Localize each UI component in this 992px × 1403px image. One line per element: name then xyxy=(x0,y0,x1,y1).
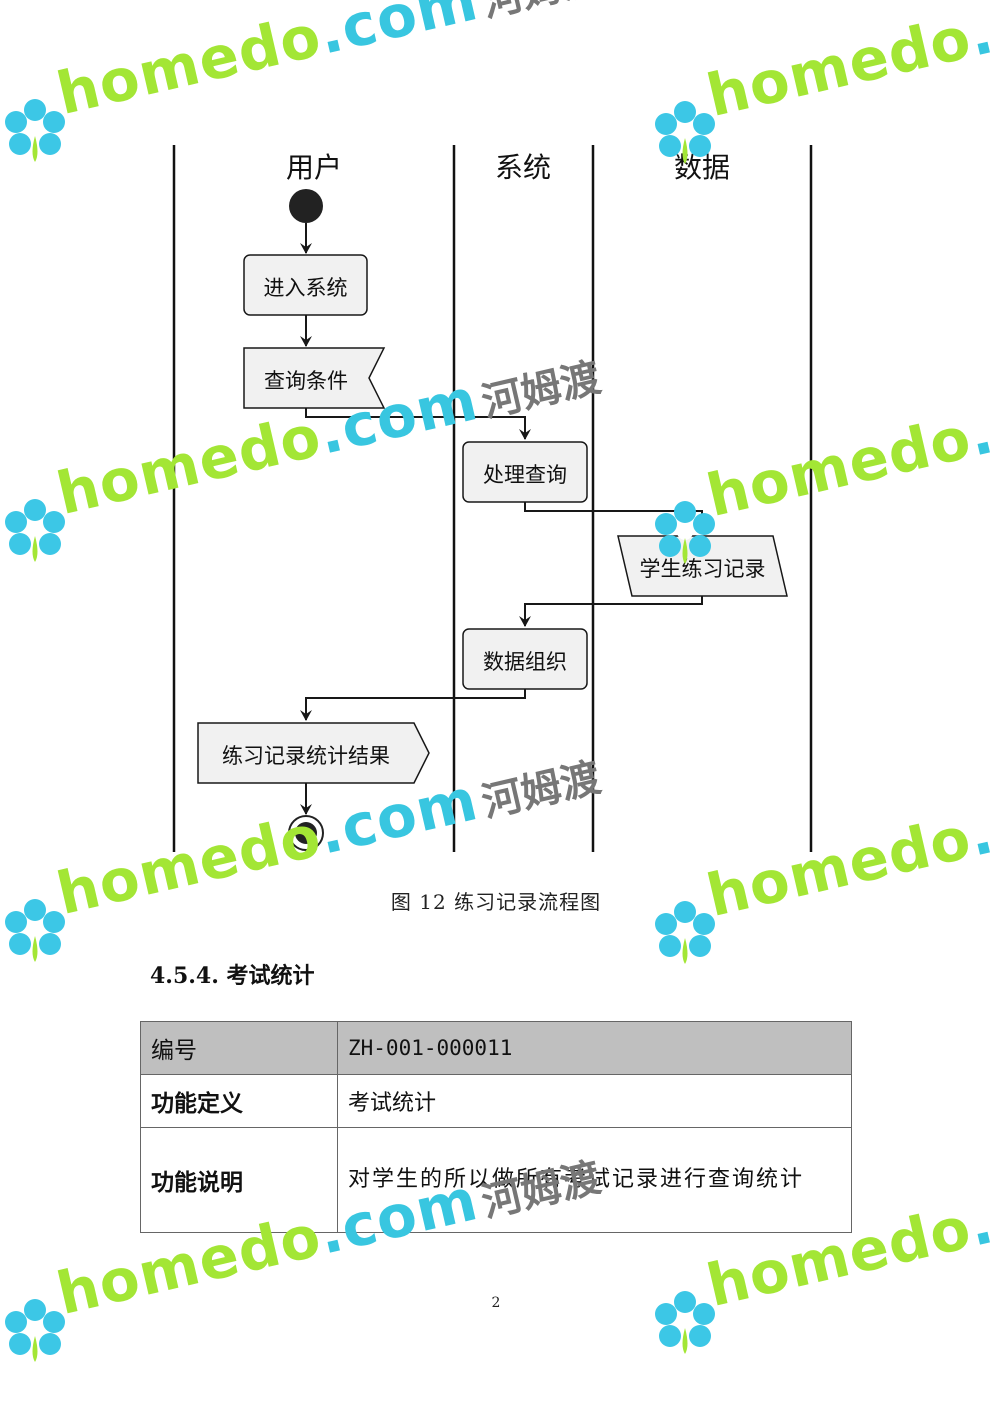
flow-arrow xyxy=(300,689,526,721)
table-value: ZH-001-000011 xyxy=(337,1021,852,1075)
label-process-query: 处理查询 xyxy=(483,463,567,487)
table-key: 功能说明 xyxy=(140,1127,338,1233)
table-value: 对学生的所以做所有考试记录进行查询统计 xyxy=(337,1127,852,1233)
lane-title-user: 用户 xyxy=(285,151,342,184)
start-node xyxy=(289,189,323,223)
label-query-conditions: 查询条件 xyxy=(264,369,348,393)
label-enter-system: 进入系统 xyxy=(263,276,348,300)
table-value: 考试统计 xyxy=(337,1074,852,1128)
flow-arrow xyxy=(524,502,708,534)
flow-arrow xyxy=(305,408,531,440)
page-number: 2 xyxy=(491,1295,501,1311)
table-row: 编号 ZH-001-000011 xyxy=(140,1021,852,1075)
signal-practice-stats-result xyxy=(197,722,430,784)
watermark: homedo.com xyxy=(650,1157,992,1400)
label-data-organize: 数据组织 xyxy=(483,650,567,674)
lane-title-system: 系统 xyxy=(494,151,551,184)
watermark-text: .com xyxy=(962,1157,992,1260)
end-node-core xyxy=(295,822,317,844)
spec-table: 编号 ZH-001-000011 功能定义 考试统计 功能说明 对学生的所以做所… xyxy=(140,1021,852,1233)
label-practice-records: 学生练习记录 xyxy=(639,557,766,581)
table-row: 功能定义 考试统计 xyxy=(140,1074,852,1128)
activity-diagram xyxy=(172,145,813,852)
flow-arrow xyxy=(519,596,703,627)
table-key: 编号 xyxy=(140,1021,338,1075)
section-heading: 4.5.4. 考试统计 xyxy=(150,963,315,989)
table-key: 功能定义 xyxy=(140,1074,338,1128)
lane-title-data: 数据 xyxy=(673,151,730,184)
signal-query-conditions xyxy=(243,347,386,409)
table-row: 功能说明 对学生的所以做所有考试记录进行查询统计 xyxy=(140,1127,852,1233)
figure-caption: 图 12 练习记录流程图 xyxy=(390,890,602,914)
label-practice-stats-result: 练习记录统计结果 xyxy=(222,744,390,768)
